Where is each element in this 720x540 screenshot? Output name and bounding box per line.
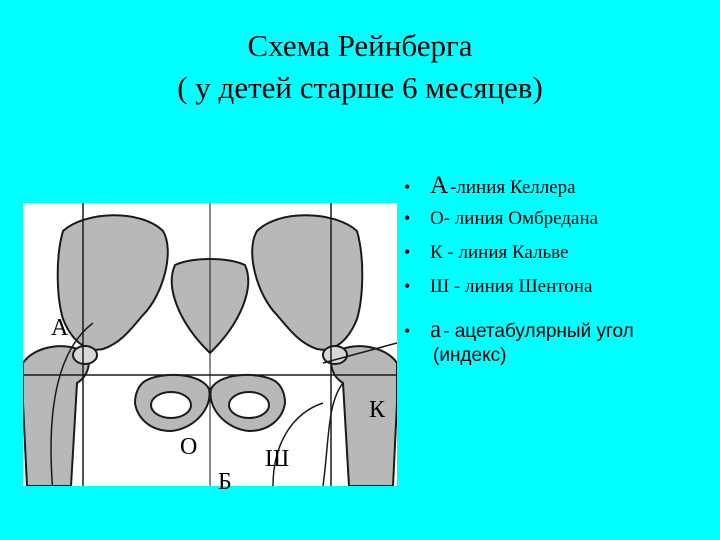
legend-text: О- линия Омбредана: [430, 208, 599, 229]
bullet-dot-icon: •: [404, 321, 411, 341]
bullet-dot-icon: •: [404, 276, 411, 296]
slide-title-line1: Схема Рейнберга: [247, 28, 473, 63]
shenton-line: [272, 402, 324, 486]
figure-label-k: К: [369, 397, 386, 423]
bullet-dot-icon: •: [404, 177, 411, 197]
legend-item-acetabular-angle: • а - ацетабулярный угол: [404, 316, 634, 344]
bullet-dot-icon: •: [404, 208, 411, 228]
calve-line: [322, 382, 344, 486]
legend-letter: а: [430, 316, 442, 343]
legend-item-calve: • К - линия Кальве: [404, 242, 568, 264]
right-femur-shape: [330, 345, 397, 486]
left-ilium-shape: [56, 214, 169, 351]
legend-letter: А: [430, 172, 449, 199]
keller-line: [50, 322, 94, 486]
legend-item-shenton: • Ш - линия Шентона: [404, 276, 592, 298]
legend-text-continuation: (индекс): [433, 345, 507, 366]
slide-title-line2: ( у детей старше 6 месяцев): [177, 70, 543, 105]
figure-label-o: О: [180, 434, 198, 460]
figure-label-a: А: [51, 315, 69, 341]
right-obturator-foramen: [228, 391, 270, 419]
right-femoral-head: [322, 345, 348, 365]
pelvis-xray-diagram: [23, 203, 397, 486]
legend-text: - ацетабулярный угол: [443, 321, 634, 342]
figure-label-b: Б: [218, 469, 232, 495]
legend-item-keller: • А -линия Келлера: [404, 172, 576, 200]
left-femur-shape: [23, 345, 90, 486]
bullet-dot-icon: •: [404, 242, 411, 262]
legend-text: К - линия Кальве: [430, 242, 569, 263]
pelvis-diagram-svg: [23, 203, 397, 486]
left-obturator-foramen: [150, 391, 192, 419]
legend-text: -линия Келлера: [450, 177, 576, 198]
acetabular-line-right: [322, 342, 397, 364]
left-femoral-head: [72, 345, 98, 365]
right-ilium-shape: [251, 214, 364, 351]
legend-item-ombredan: • О- линия Омбредана: [404, 208, 598, 230]
legend-text: Ш - линия Шентона: [430, 276, 593, 297]
figure-label-sh: Ш: [265, 446, 290, 472]
